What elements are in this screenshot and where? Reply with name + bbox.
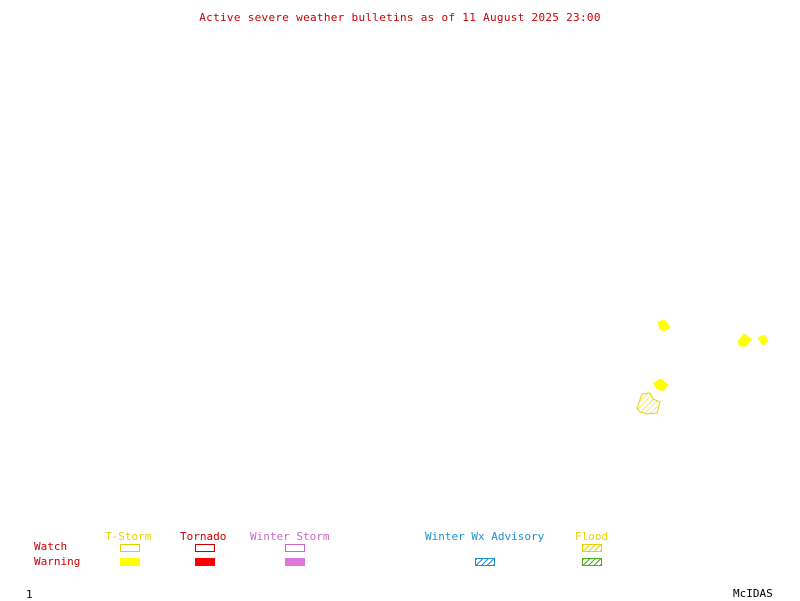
frame-number: 1 [26, 588, 33, 601]
flood-watch-area [636, 392, 661, 415]
tornado-watch-swatch [195, 544, 215, 552]
thunderstorm-warning-area [757, 334, 769, 346]
legend-winter-storm-label: Winter Storm [250, 530, 330, 543]
tstorm-warning-swatch [120, 558, 140, 566]
flood-warning-swatch [582, 558, 602, 566]
tstorm-watch-swatch [120, 544, 140, 552]
legend-flood-label: Flood [575, 530, 609, 543]
thunderstorm-warning-area [657, 319, 671, 332]
legend-row-watch: Watch [34, 540, 68, 553]
winter-storm-warning-swatch [285, 558, 305, 566]
winter-advisory-swatch [475, 558, 495, 566]
legend-tstorm-label: T-Storm [105, 530, 152, 543]
thunderstorm-warning-area [653, 378, 669, 392]
legend-row-warning: Warning [34, 555, 81, 568]
thunderstorm-warning-area [737, 333, 752, 347]
legend-winter-advisory-label: Winter Wx Advisory [425, 530, 545, 543]
legend-tornado-label: Tornado [180, 530, 227, 543]
map-title: Active severe weather bulletins as of 11… [199, 11, 601, 24]
winter-storm-watch-swatch [285, 544, 305, 552]
mcidas-credit: McIDAS [733, 587, 773, 600]
tornado-warning-swatch [195, 558, 215, 566]
flood-watch-swatch [582, 544, 602, 552]
